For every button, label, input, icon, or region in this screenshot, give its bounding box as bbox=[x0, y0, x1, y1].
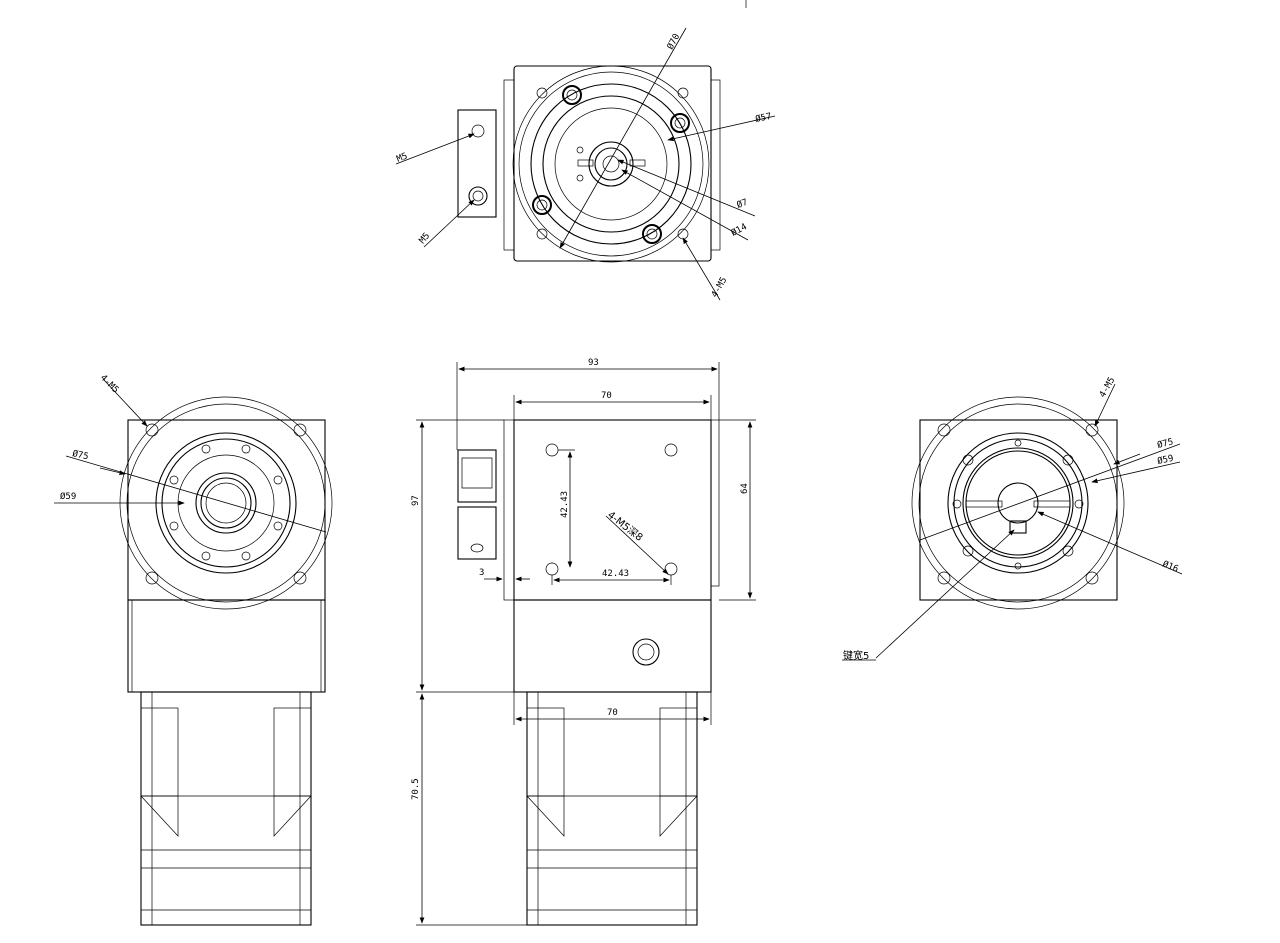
dim-front-hole-spacing-v: 42.43 bbox=[560, 491, 570, 518]
dim-front-height-body: 64 bbox=[740, 483, 750, 494]
dim-front-gap: 3 bbox=[479, 568, 484, 578]
note-right-key: 键宽5 bbox=[843, 649, 869, 662]
dim-top-dia-outer: Ø70 bbox=[665, 32, 682, 52]
dim-front-width-body: 70 bbox=[601, 391, 612, 401]
note-left-holes: 4-M5 bbox=[98, 373, 120, 395]
dim-left-dia-outer: Ø75 bbox=[71, 448, 89, 462]
dim-right-dia-pilot: Ø59 bbox=[1156, 453, 1174, 467]
left-view: 4-M5 Ø75 Ø59 bbox=[54, 373, 333, 926]
front-view: 93 70 64 97 70.5 3 42.43 42.43 bbox=[411, 358, 756, 926]
dim-top-side-hole-1: M5 bbox=[395, 151, 409, 164]
top-view: Ø70 Ø57 Ø7 Ø14 4-M5 M5 M5 bbox=[395, 27, 776, 301]
dim-top-side-hole-2: M5 bbox=[418, 231, 433, 246]
right-view: 4-M5 Ø75 Ø59 Ø16 键宽5 bbox=[842, 376, 1183, 662]
dim-front-height-motor: 70.5 bbox=[411, 778, 421, 800]
dim-top-dia-shaft: Ø7 bbox=[735, 197, 749, 211]
note-top-holes: 4-M5 bbox=[710, 276, 730, 300]
dim-front-width-overall: 93 bbox=[588, 358, 599, 368]
dim-front-height-total: 97 bbox=[411, 495, 421, 506]
dim-right-dia-bore: Ø16 bbox=[1161, 559, 1180, 575]
dim-front-hole-spacing-h: 42.43 bbox=[602, 569, 629, 579]
note-front-holes: 4-M5深8 bbox=[605, 509, 645, 544]
dim-front-width-base: 70 bbox=[607, 708, 618, 718]
dim-top-dia-pitch: Ø57 bbox=[754, 111, 772, 125]
dim-left-dia-pilot: Ø59 bbox=[60, 491, 76, 502]
dim-top-dia-hub: Ø14 bbox=[729, 221, 749, 238]
dim-right-dia-outer: Ø75 bbox=[1156, 436, 1174, 451]
note-right-holes: 4-M5 bbox=[1098, 376, 1118, 400]
